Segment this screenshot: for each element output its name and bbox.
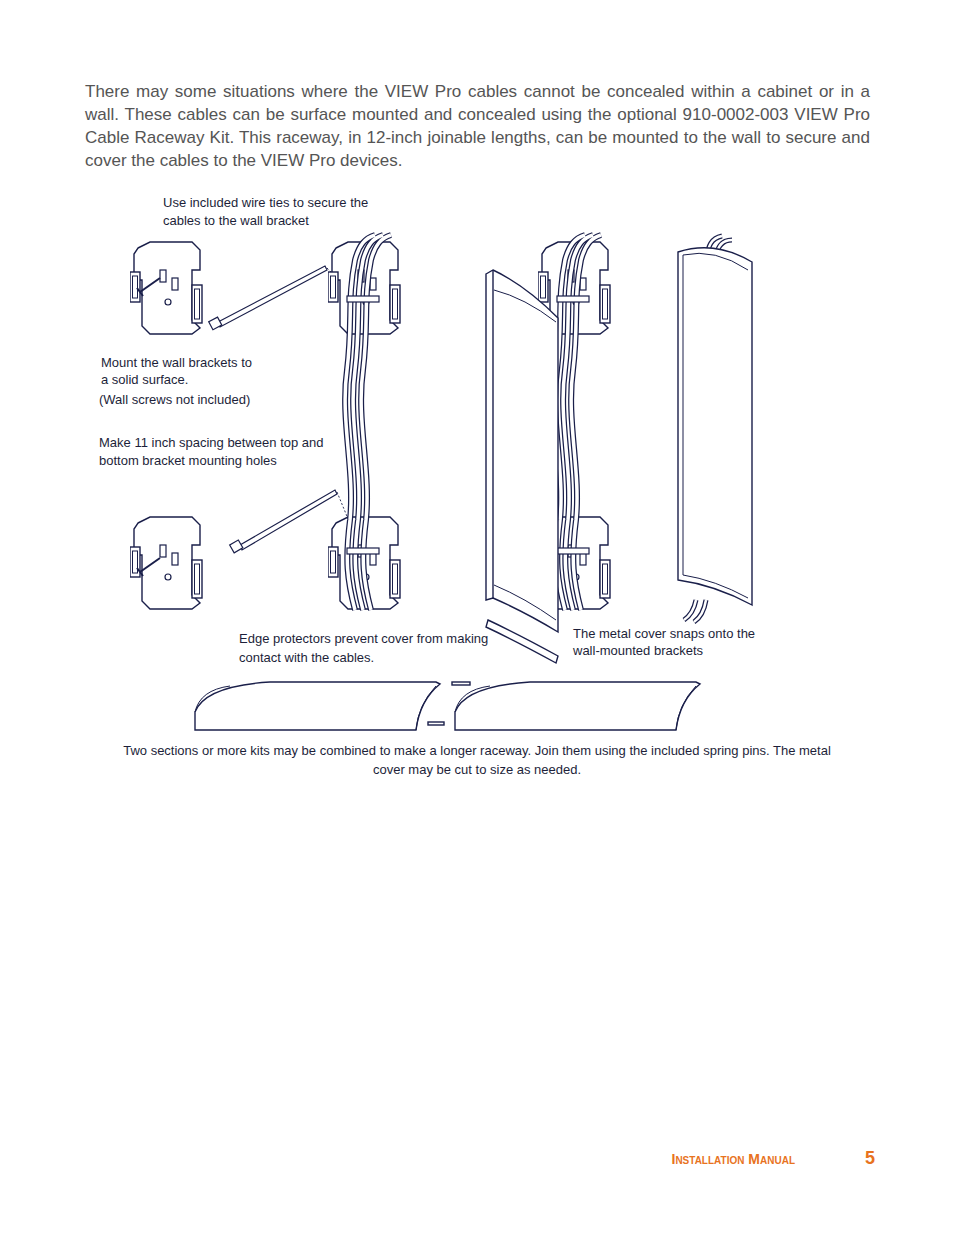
illustration-part: [555, 235, 601, 610]
illustration-part: [195, 682, 440, 730]
figure-caption: Two sections or more kits may be combine…: [117, 741, 837, 779]
illustration-part: [486, 270, 558, 632]
illustration-part: [345, 235, 391, 610]
illustration-part: [428, 722, 444, 725]
illustration-part: [455, 686, 696, 730]
illustration-part: [347, 296, 379, 302]
illustration-part: [678, 248, 752, 605]
footer-title: Installation Manual: [600, 1150, 795, 1168]
callout-note: Make 11 inch spacing between top and bot…: [99, 434, 349, 470]
page-number: 5: [845, 1147, 875, 1169]
illustration-part: [240, 490, 337, 550]
illustration-part: [555, 235, 601, 610]
illustration-part: [455, 682, 700, 730]
illustration-part: [492, 270, 493, 598]
illustration-part: [684, 600, 696, 620]
edge-protector: [486, 620, 558, 663]
callout-note: The metal cover snaps onto the wall-moun…: [573, 625, 758, 659]
illustration-part: [230, 540, 243, 553]
callout-note: (Wall screws not included): [99, 391, 299, 408]
illustration-part: [345, 235, 391, 610]
callout-note: Mount the wall brackets to a solid surfa…: [101, 354, 261, 388]
illustration-part: [130, 242, 202, 334]
illustration-part: [494, 585, 556, 620]
illustration-part: [195, 686, 436, 730]
illustration-part: [494, 290, 556, 322]
wire-ties: [209, 266, 360, 553]
illustration-part: [452, 682, 470, 685]
illustration-part: [557, 548, 589, 554]
illustration-part: [137, 278, 160, 296]
illustration-part: [130, 517, 202, 609]
illustration-part: [694, 600, 706, 622]
illustration-part: [209, 317, 222, 330]
illustration-part: [684, 600, 696, 620]
illustration-part: [486, 620, 558, 663]
loose-brackets: [130, 242, 202, 609]
illustration-part: [347, 548, 379, 554]
illustration-part: [218, 266, 327, 327]
illustration-part: [557, 296, 589, 302]
illustration-part: [683, 253, 748, 598]
callout-note: Use included wire ties to secure the cab…: [163, 194, 378, 230]
callout-note: Edge protectors prevent cover from makin…: [239, 629, 514, 667]
open-cover: [486, 270, 558, 632]
intro-paragraph: There may some situations where the VIEW…: [85, 80, 870, 172]
joined-sections: [195, 682, 700, 730]
illustration-part: [137, 558, 160, 576]
bracket-column-one: [328, 235, 400, 610]
closed-cover: [678, 236, 752, 622]
